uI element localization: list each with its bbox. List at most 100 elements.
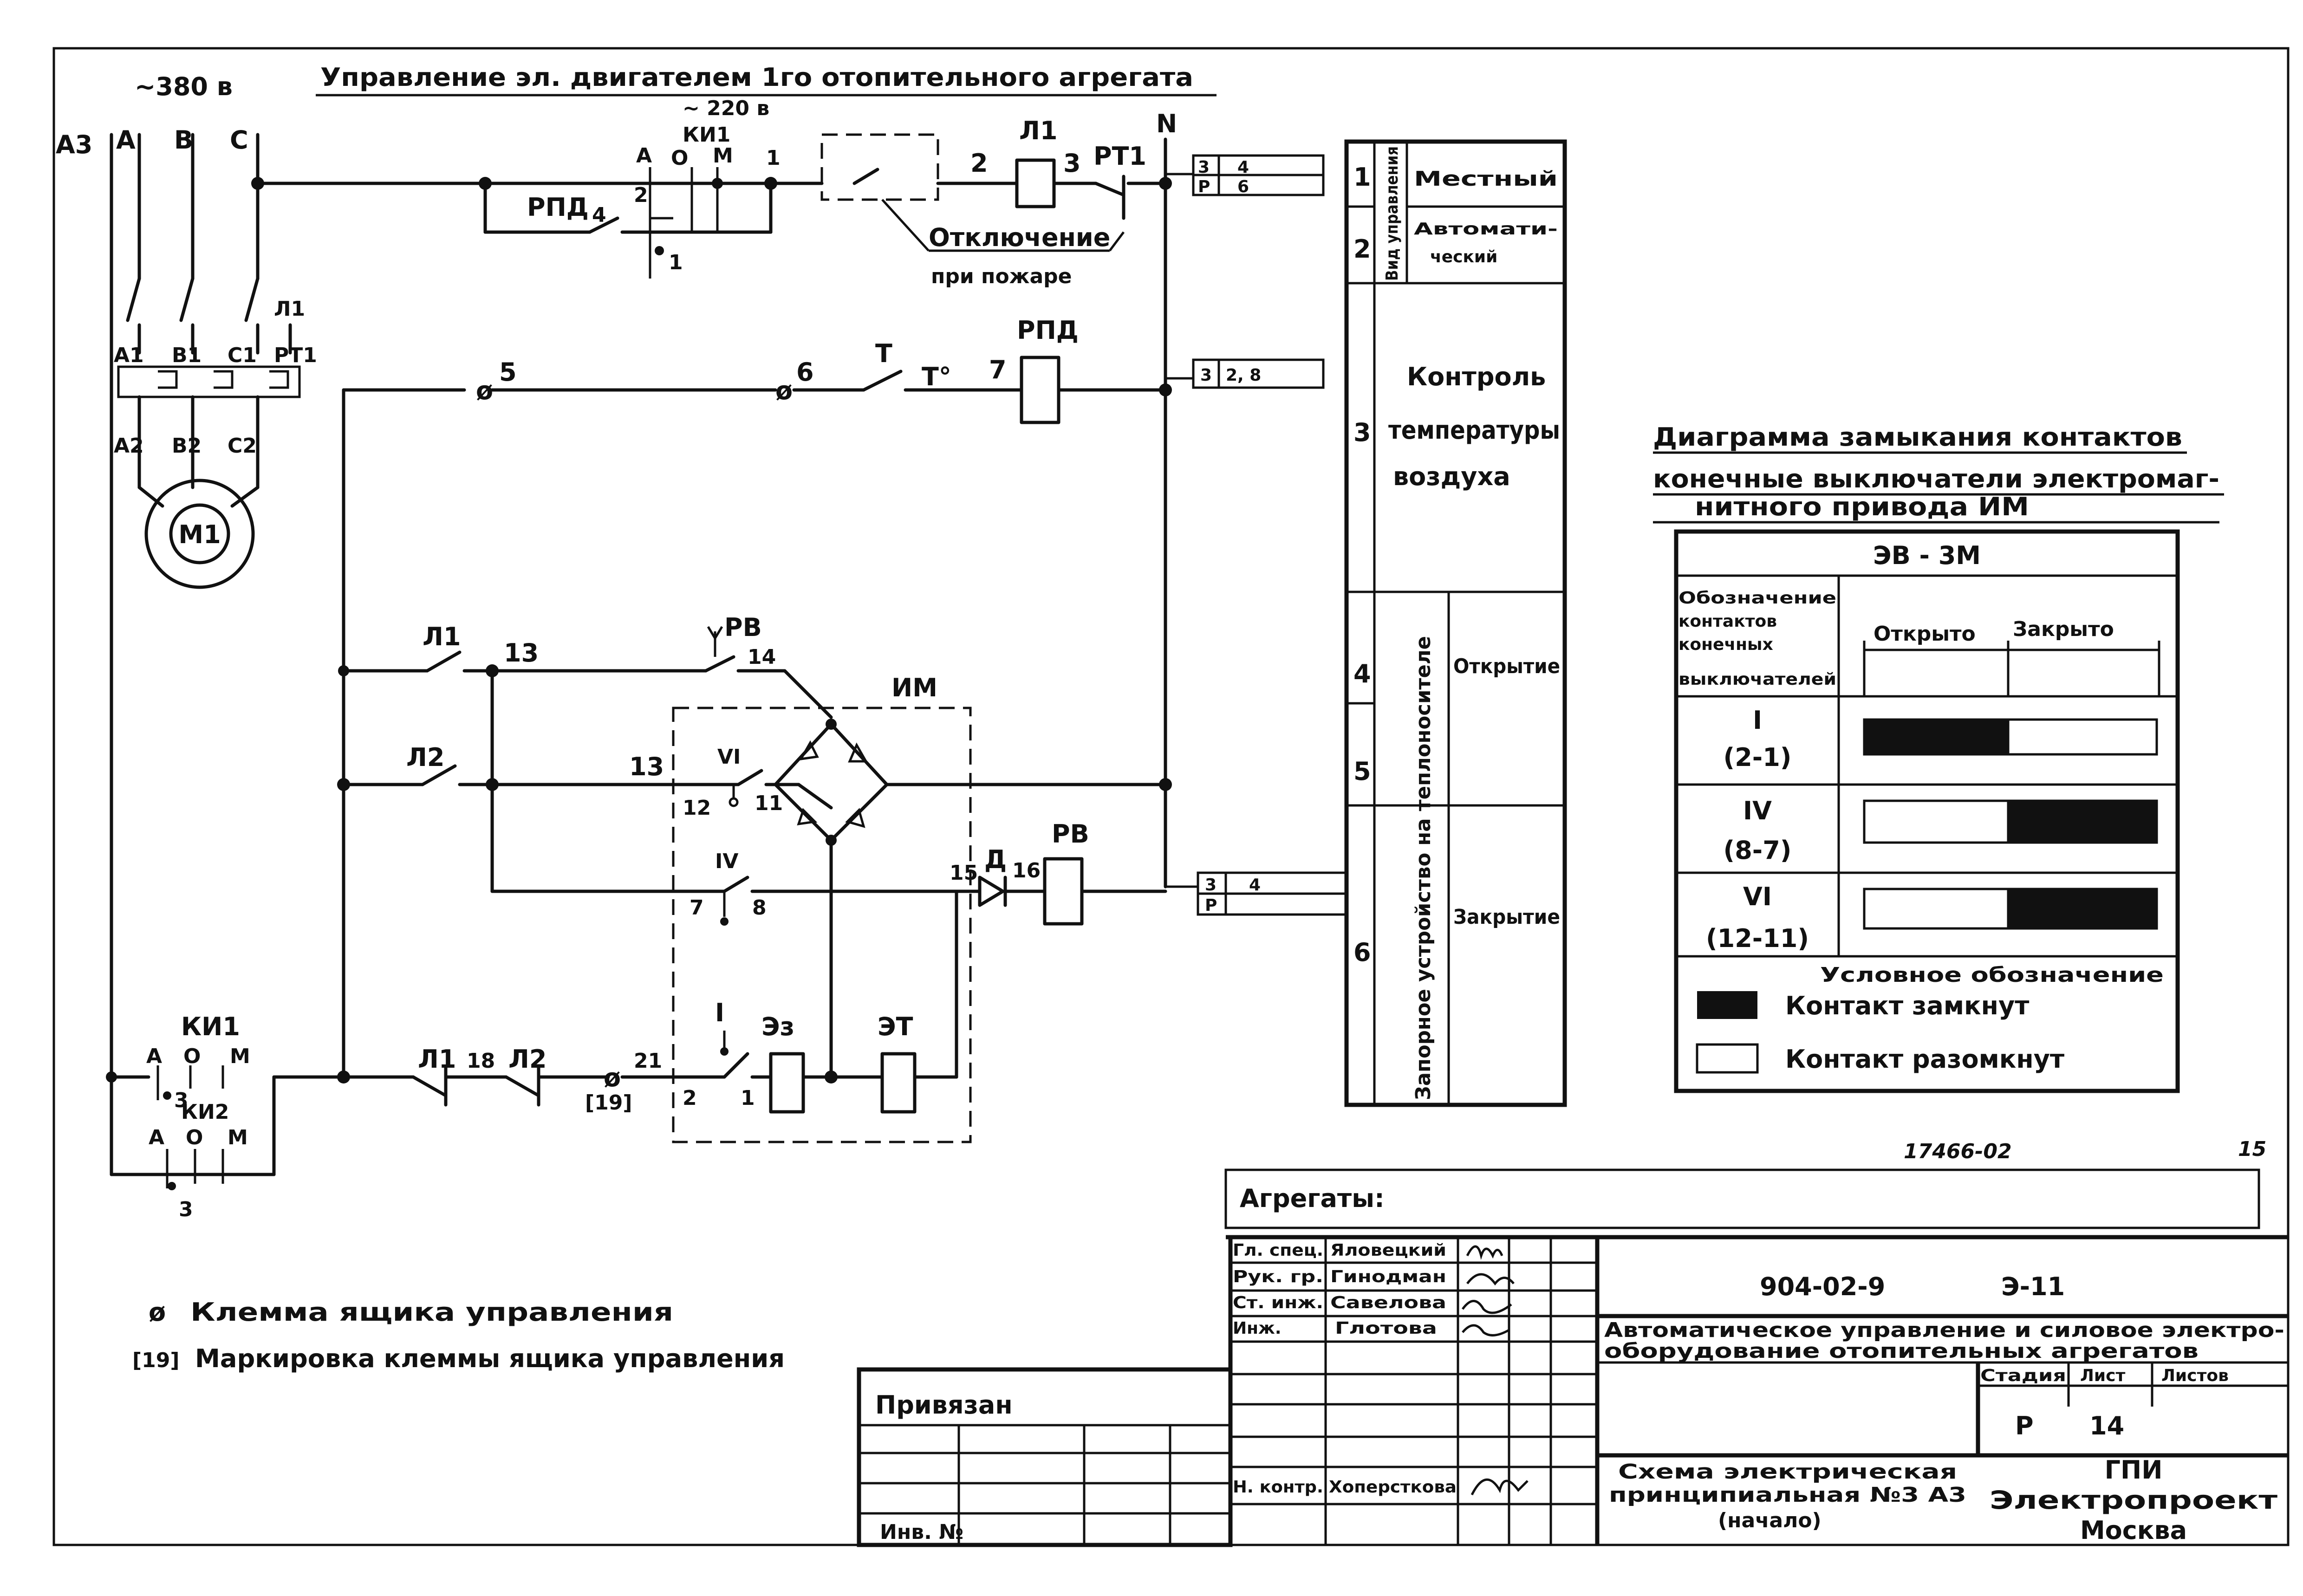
role-2: Ст. инж. xyxy=(1233,1293,1323,1312)
close-mode: Закрытие xyxy=(1453,905,1560,929)
device-label: Запорное устройство на теплоносителе xyxy=(1412,636,1435,1100)
legend-open-label: Контакт разомкнут xyxy=(1785,1045,2065,1074)
ki2-label: КИ2 xyxy=(181,1100,229,1124)
rpd-contact-label: РПД xyxy=(527,193,589,222)
e3-label: Эз xyxy=(761,1012,794,1041)
doc-desc-1: Автоматическое управление и силовое элек… xyxy=(1604,1318,2284,1342)
motor-label: M1 xyxy=(178,520,221,549)
fire-shutoff-box xyxy=(820,133,939,201)
ki1-bottom-label: КИ1 xyxy=(181,1012,240,1041)
role-3: Инж. xyxy=(1233,1319,1282,1338)
svg-text:21: 21 xyxy=(634,1049,662,1073)
privyazan-label: Привязан xyxy=(875,1390,1013,1420)
scheme-1: Схема электрическая xyxy=(1618,1460,1957,1484)
drawing-title: Управление эл. двигателем 1го отопительн… xyxy=(320,63,1193,92)
role-0: Гл. спец. xyxy=(1233,1241,1323,1260)
sheet-value: 14 xyxy=(2089,1411,2124,1440)
vid-upravleniya: Вид управления xyxy=(1383,146,1402,281)
ref1-d: 6 xyxy=(1237,177,1249,196)
row-i-pair: (2-1) xyxy=(1724,743,1792,772)
actuator-im-box xyxy=(672,707,972,1143)
svg-text:13: 13 xyxy=(504,638,539,668)
svg-text:ø: ø xyxy=(476,376,493,405)
col-head-2: конечных xyxy=(1678,635,1773,654)
rv-contact-label: РВ xyxy=(724,613,762,642)
fire-label-1: Отключение xyxy=(929,223,1110,252)
local-mode: Местный xyxy=(1414,167,1558,191)
control-3: воздуха xyxy=(1393,462,1510,491)
aggregates-label: Агрегаты: xyxy=(1240,1184,1385,1213)
ref1-c: Р xyxy=(1198,177,1210,196)
inv-label: Инв. № xyxy=(880,1520,963,1544)
ref1-b: 4 xyxy=(1237,158,1249,177)
diode-bridge xyxy=(774,722,889,842)
rt1-contact-label: РТ1 xyxy=(1093,142,1146,171)
motor-inner xyxy=(169,503,230,564)
t-deg-label: Т° xyxy=(922,362,951,391)
terminal-a2: A2 xyxy=(114,434,144,458)
svg-text:6: 6 xyxy=(796,357,814,387)
row-i-close-bar xyxy=(2007,718,2158,756)
org-2: Электропроект xyxy=(1990,1486,2278,1515)
col-head-3: выключателей xyxy=(1678,670,1836,689)
svg-text:13: 13 xyxy=(629,752,664,781)
doc-desc-2: оборудование отопительных агрегатов xyxy=(1604,1339,2199,1363)
ref3-b: 4 xyxy=(1249,876,1261,895)
svg-text:1: 1 xyxy=(741,1086,755,1110)
rv-coil-label: РВ xyxy=(1052,819,1089,849)
ki1b-o: О xyxy=(183,1045,201,1068)
role-1: Рук. гр. xyxy=(1233,1267,1323,1286)
sheet-header: Лист xyxy=(2080,1366,2125,1385)
stage-value: Р xyxy=(2015,1411,2034,1440)
ki1-m: М xyxy=(713,144,733,168)
svg-text:11: 11 xyxy=(755,792,783,815)
svg-text:1: 1 xyxy=(669,251,683,274)
ref2-a: 3 xyxy=(1200,366,1212,385)
scheme-2: принципиальная №3 А3 xyxy=(1609,1483,1966,1507)
ki1b-m: М xyxy=(230,1045,250,1068)
switch-ki1-top-label: КИ1 xyxy=(683,123,730,147)
motor-outer xyxy=(144,479,255,589)
ki2-o: О xyxy=(186,1126,203,1149)
terminal-pt1: PT1 xyxy=(274,344,317,367)
svg-text:3: 3 xyxy=(1063,149,1081,178)
svg-text:ø: ø xyxy=(149,1298,166,1327)
ref2-b: 2, 8 xyxy=(1226,366,1261,385)
col-head-1: контактов xyxy=(1678,612,1777,631)
l2-contact-label: Л2 xyxy=(406,743,444,772)
svg-text:3: 3 xyxy=(174,1089,189,1112)
contact-diagram-table xyxy=(1674,529,2180,1093)
name-3: Глотова xyxy=(1335,1319,1437,1338)
row-i-num: I xyxy=(1753,706,1762,735)
ref-box-2 xyxy=(1192,358,1325,389)
svg-text:8: 8 xyxy=(752,896,767,920)
rv-coil xyxy=(1043,857,1084,926)
thermal-relay xyxy=(117,365,301,398)
row-3: 3 xyxy=(1353,418,1371,447)
aggregates-box xyxy=(1224,1168,2260,1229)
diagram-title-3: нитного привода ИМ xyxy=(1695,492,2029,521)
svg-text:ø: ø xyxy=(604,1063,621,1092)
doc-number: 904-02-9 xyxy=(1760,1272,1885,1301)
marking-symbol: [19] xyxy=(132,1349,179,1372)
ref1-a: 3 xyxy=(1198,158,1210,177)
page-number: 15 xyxy=(2238,1137,2266,1161)
closed-col-label: Закрыто xyxy=(2013,617,2114,641)
nkontr-name: Хоперсткова xyxy=(1329,1478,1457,1497)
phase-a-label: A xyxy=(116,125,136,155)
svg-text:4: 4 xyxy=(592,203,606,227)
ki1b-a: А xyxy=(146,1045,162,1068)
l1-coil-label: Л1 xyxy=(1019,116,1057,145)
t-contact-label: Т xyxy=(875,339,892,368)
fire-label-2: при пожаре xyxy=(931,265,1072,288)
svg-text:2: 2 xyxy=(970,149,988,178)
doc-code: 17466-02 xyxy=(1904,1140,2012,1163)
svg-text:12: 12 xyxy=(683,796,711,820)
org-3: Москва xyxy=(2080,1516,2187,1545)
terminal-c1: C1 xyxy=(228,344,257,367)
name-0: Яловецкий xyxy=(1330,1241,1446,1260)
svg-text:2: 2 xyxy=(683,1086,697,1110)
voltage-380-label: ~380 в xyxy=(135,72,233,101)
row-vi-pair: (12-11) xyxy=(1706,924,1809,953)
phase-a3-label: A3 xyxy=(56,130,92,159)
